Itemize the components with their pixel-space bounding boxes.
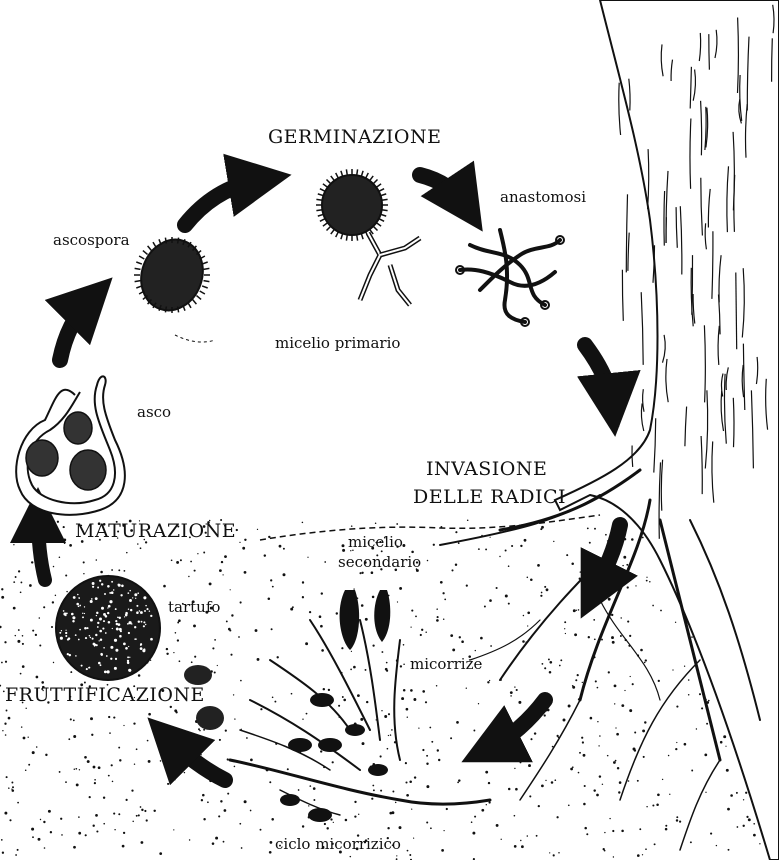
- label-mycorrhizae: micorrize: [410, 657, 482, 672]
- mycorrhizae-drawing: [230, 590, 490, 822]
- label-root-invasion-line1: INVASIONE: [426, 460, 547, 479]
- label-secondary-mycelium-line2: secondario: [338, 555, 421, 570]
- ascospore-drawing: [131, 231, 215, 342]
- label-root-invasion-line2: DELLE RADICI: [413, 488, 566, 507]
- label-fruiting: FRUTTIFICAZIONE: [5, 686, 205, 705]
- label-secondary-mycelium-line1: micelio: [348, 535, 403, 550]
- ascus-drawing: [16, 376, 125, 514]
- anastomosis-hyphae-drawing: [456, 230, 564, 326]
- tree-trunk-drawing: [555, 0, 779, 860]
- label-mycorrhizal-cycle: ciclo micorrizico: [275, 837, 401, 852]
- label-primary-mycelium: micelio primario: [275, 336, 400, 351]
- label-germination: GERMINAZIONE: [268, 128, 441, 147]
- label-maturation: MATURAZIONE: [75, 522, 236, 541]
- germinating-spore-drawing: [316, 169, 420, 305]
- label-ascus: asco: [137, 405, 171, 420]
- label-ascospore: ascospora: [53, 233, 130, 248]
- label-truffle: tartufo: [168, 600, 220, 615]
- label-anastomosis: anastomosi: [500, 190, 586, 205]
